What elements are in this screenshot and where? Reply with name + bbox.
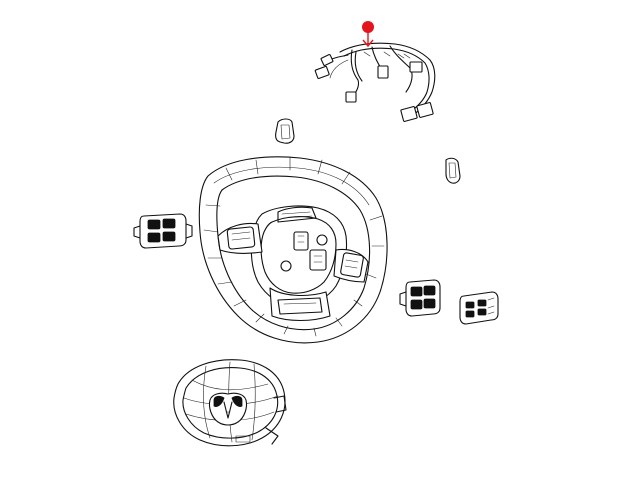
right-switch-pack[interactable] (399, 279, 441, 317)
steering-wheel[interactable] (198, 156, 388, 344)
upper-trim-cap[interactable] (275, 118, 295, 144)
callout-marker (362, 21, 374, 48)
left-switch-pack[interactable] (133, 213, 193, 249)
paddle-switch[interactable] (459, 291, 499, 325)
right-trim-cap[interactable] (445, 157, 461, 184)
wiring-harness[interactable] (314, 42, 436, 122)
ram-emblem-icon (208, 392, 248, 426)
red-dot-marker (362, 21, 374, 33)
driver-airbag[interactable] (173, 359, 287, 447)
